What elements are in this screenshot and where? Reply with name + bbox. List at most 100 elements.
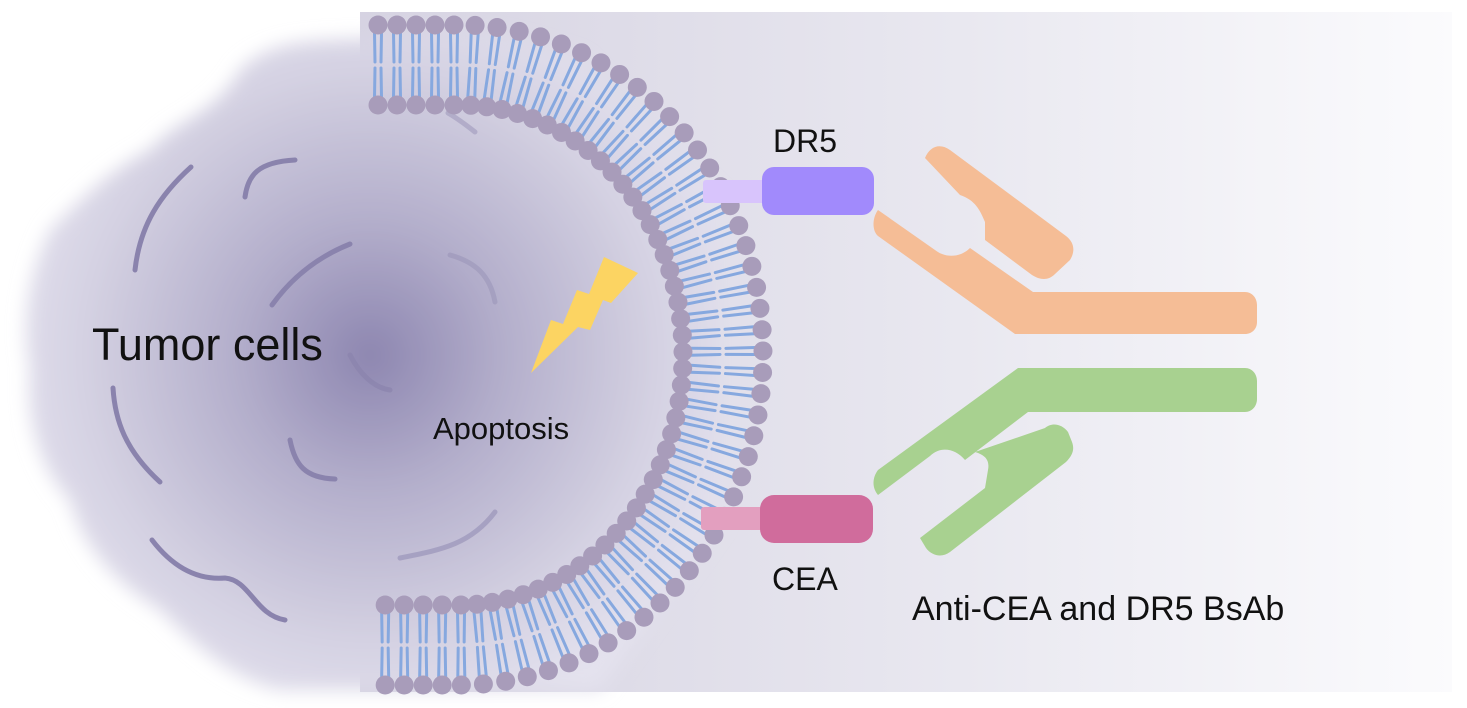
lipid-tail — [654, 202, 683, 220]
lipid-head — [660, 260, 680, 280]
cytoskeleton-strands — [110, 110, 498, 623]
lipid-head — [688, 140, 708, 160]
lipid-head — [451, 595, 471, 615]
lipid-tail — [615, 94, 637, 120]
lipid-tail — [474, 32, 480, 65]
lipid-tail — [644, 563, 669, 587]
lipid-head — [538, 661, 558, 681]
lipid-tail — [411, 66, 415, 99]
lipid-tail — [689, 334, 721, 340]
lipid-head — [432, 595, 452, 615]
antibody-heavy-chain — [873, 368, 1257, 495]
lipid-tail — [418, 611, 422, 644]
lipid-tail — [386, 611, 391, 644]
lipid-tail — [675, 167, 703, 187]
tumor-cell-body — [26, 31, 720, 690]
lipid-tail — [398, 66, 402, 99]
lipid-tail — [482, 68, 491, 100]
lipid-tail — [652, 493, 681, 512]
lipid-tail — [664, 150, 691, 171]
lipid-tail — [721, 304, 754, 312]
lipid-head — [692, 543, 712, 563]
lipid-head — [432, 675, 452, 695]
lipid-tail — [495, 643, 503, 676]
lipid-tail — [537, 83, 551, 114]
lipid-head — [662, 424, 682, 444]
lipid-tail — [723, 325, 756, 331]
lipid-tail — [668, 236, 700, 250]
lipid-tail — [684, 404, 717, 413]
lipid-head — [413, 675, 433, 695]
lipid-tail — [556, 626, 571, 656]
lipid-head — [752, 320, 772, 340]
lipid-head — [700, 158, 720, 178]
lipid-tail — [724, 366, 757, 371]
lipid-head — [753, 362, 773, 382]
lipid-tail — [575, 107, 595, 134]
lipid-tail — [506, 36, 516, 69]
lipid-tail — [557, 586, 574, 616]
lipid-head — [656, 440, 676, 460]
lipid-tail — [527, 599, 540, 631]
lipid-tail — [430, 66, 434, 99]
lipid-head — [602, 162, 622, 182]
lipid-head — [572, 43, 592, 63]
lipid-tail — [512, 38, 523, 70]
lipid-head — [679, 561, 699, 581]
lipid-head — [669, 391, 689, 411]
lipid-tail — [715, 428, 747, 439]
lipid-tail — [689, 363, 722, 369]
lipid-heads — [368, 15, 773, 695]
lipid-tail — [598, 558, 621, 584]
lipid-head — [742, 256, 762, 276]
lipid-tail — [572, 578, 590, 607]
tumor-cells-label: Tumor cells — [92, 319, 323, 370]
lipid-tail — [513, 640, 524, 672]
dr5-label: DR5 — [773, 123, 837, 159]
lipid-tail — [487, 33, 495, 66]
lipid-tail — [386, 646, 391, 679]
lipid-head — [492, 99, 512, 119]
lipid-head — [551, 122, 571, 142]
lipid-tail — [399, 611, 403, 644]
lipid-tail — [566, 100, 584, 129]
lipid-tail — [710, 249, 741, 262]
lipid-tail — [645, 186, 674, 205]
lipid-tail — [673, 447, 704, 461]
lipid-tail — [495, 608, 503, 640]
cea-domain — [760, 495, 873, 543]
lipid-tail — [682, 414, 715, 425]
lipid-head — [617, 511, 637, 531]
lipid-tail — [722, 385, 755, 391]
lipid-tail — [573, 617, 590, 647]
dr5-domain — [762, 167, 874, 215]
lipid-tail — [662, 219, 692, 235]
lipid-head — [634, 607, 654, 627]
lipid-tail — [430, 31, 434, 64]
lipid-head — [425, 15, 445, 35]
lipid-tail — [706, 459, 737, 473]
lipid-tail — [443, 646, 448, 679]
lipid-tail — [462, 646, 467, 679]
lipid-tail — [488, 609, 498, 641]
lipid-tail — [629, 108, 653, 133]
lipid-tail — [531, 44, 544, 75]
lipid-tail — [629, 161, 655, 184]
lipid-head — [595, 535, 615, 555]
lipid-head — [673, 358, 693, 378]
lipid-tail — [543, 593, 557, 624]
strand — [347, 352, 393, 393]
lipid-tail — [525, 42, 537, 73]
apoptosis-label: Apoptosis — [433, 411, 569, 446]
lipid-tail — [671, 528, 700, 548]
lipid-tail — [660, 543, 687, 565]
lipid-tail — [649, 191, 677, 211]
lipid-head — [467, 594, 487, 614]
lipid-tail — [411, 31, 415, 64]
lipid-tail — [701, 223, 732, 238]
lipid-tail — [677, 260, 708, 273]
strand — [110, 385, 163, 485]
lipid-head — [704, 525, 724, 545]
lipid-tail — [580, 110, 600, 138]
lipid-tail — [593, 562, 616, 588]
